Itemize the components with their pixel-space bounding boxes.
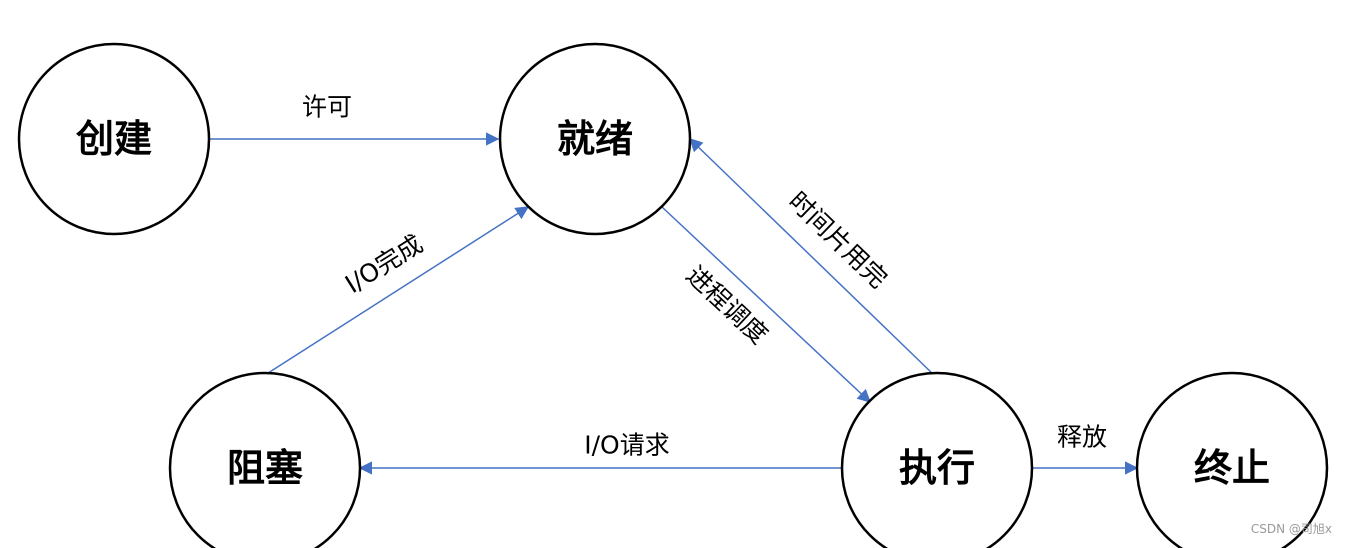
label-blocked-to-ready: I/O完成 (340, 229, 428, 299)
label-running-to-blocked: I/O请求 (584, 431, 669, 460)
state-blocked: 阻塞 (168, 371, 362, 548)
label-create-to-ready: 许可 (302, 93, 352, 122)
label-ready-to-running: 进程调度 (681, 260, 774, 349)
state-ready: 就绪 (498, 42, 692, 236)
edge-running-to-ready (689, 138, 936, 377)
label-running-to-ready: 时间片用完 (783, 186, 893, 294)
state-running-label: 执行 (899, 446, 975, 490)
state-terminated-circle (1135, 371, 1329, 548)
state-ready-circle (498, 42, 692, 236)
state-blocked-label: 阻塞 (227, 446, 303, 490)
state-create-label: 创建 (76, 117, 152, 161)
edge-blocked-to-ready (264, 206, 530, 376)
state-running: 执行 (840, 371, 1034, 548)
state-create: 创建 (17, 42, 211, 236)
label-running-to-terminated: 释放 (1057, 423, 1107, 452)
watermark: CSDN @司旭x (1251, 522, 1332, 536)
state-terminated: 终止 (1135, 371, 1329, 548)
state-terminated-label: 终止 (1194, 446, 1270, 490)
state-blocked-circle (168, 371, 362, 548)
state-ready-label: 就绪 (557, 117, 633, 161)
state-running-circle (840, 371, 1034, 548)
state-create-circle (17, 42, 211, 236)
edge-ready-to-running (661, 206, 871, 403)
